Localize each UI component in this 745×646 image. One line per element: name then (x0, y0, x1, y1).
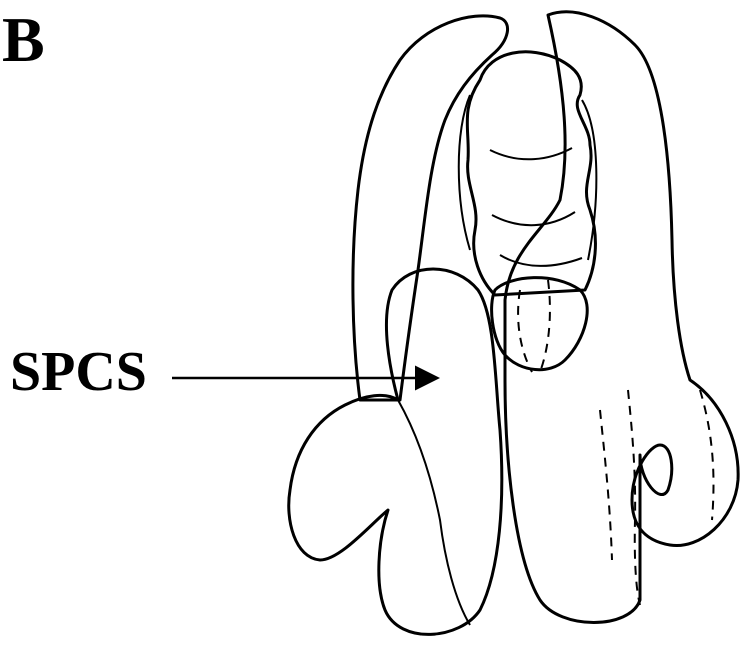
spcs-structure (289, 269, 502, 634)
right-tube (505, 12, 738, 623)
central-apparatus (459, 52, 597, 372)
